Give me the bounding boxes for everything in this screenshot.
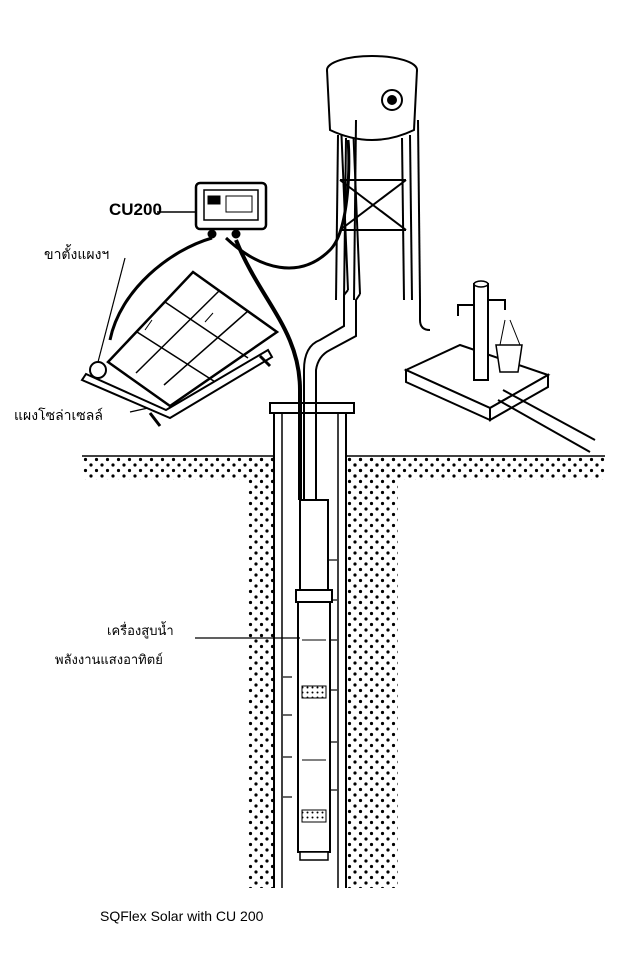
pump-cable (234, 239, 302, 500)
solar-panel (80, 257, 280, 427)
panel-cables (108, 139, 351, 341)
figure-caption: SQFlex Solar with CU 200 (100, 908, 264, 924)
label-solar-panel: แผงโซล่าเซลล์ (14, 408, 103, 424)
label-pump-line2: พลังงานแสงอาทิตย์ (55, 653, 163, 668)
label-pump-line1: เครื่องสูบน้ำ (107, 624, 174, 639)
water-trough (403, 280, 596, 453)
label-cu200: CU200 (109, 200, 162, 219)
cu200-controller (157, 181, 268, 239)
submersible-pump (295, 499, 333, 861)
label-panel-stand: ขาตั้งแผงฯ (44, 247, 110, 263)
water-tower (326, 55, 431, 331)
